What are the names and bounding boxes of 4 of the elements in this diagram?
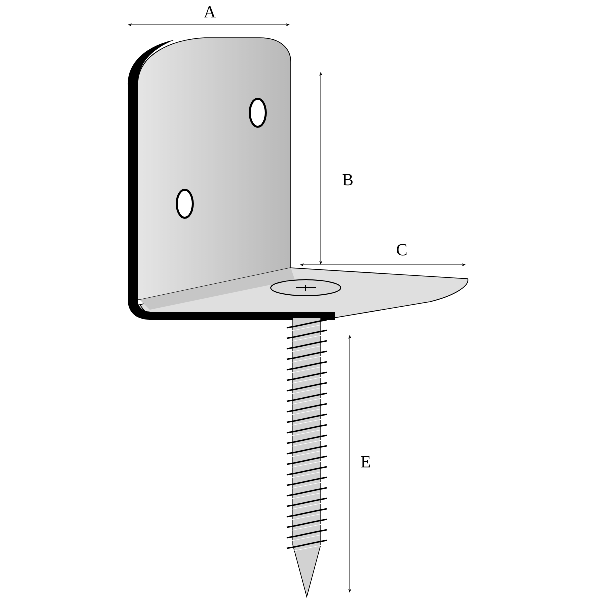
dimension-label: E <box>361 456 370 468</box>
dimension-label: C <box>397 244 407 256</box>
dimension-label: B <box>342 174 353 186</box>
dimension-label: A <box>204 6 216 18</box>
